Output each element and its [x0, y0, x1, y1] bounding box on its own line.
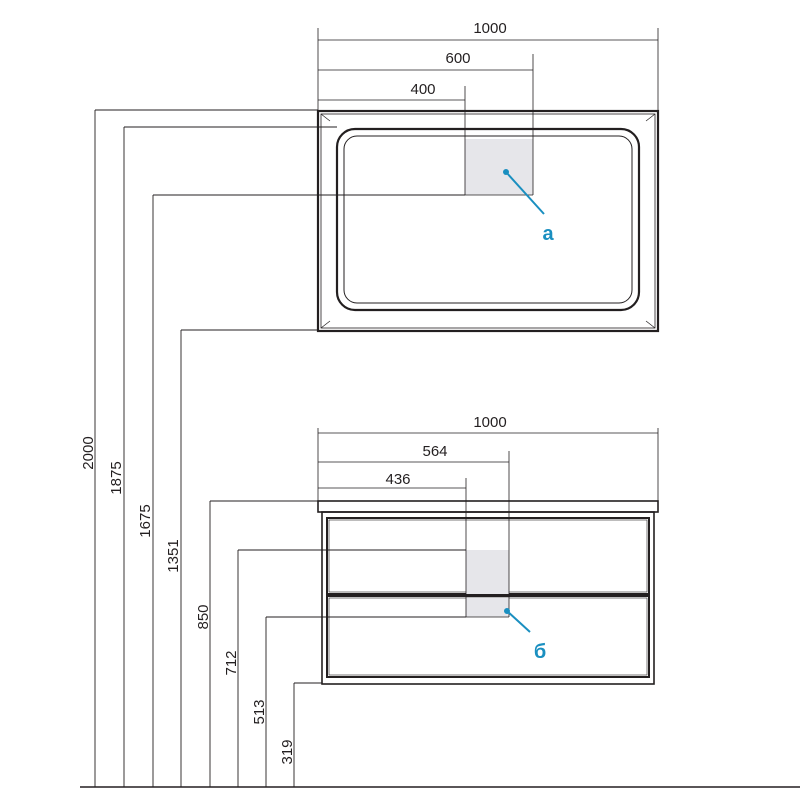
- mirror-outer-frame: [316, 109, 660, 333]
- cabinet-pipe-zone-upper: [466, 550, 509, 594]
- cabinet-pipe-zone-lower: [466, 598, 509, 617]
- mirror: [316, 109, 660, 333]
- cabinet-dimensions: 1000 564 436: [317, 414, 659, 618]
- mirror-zone-left-label: 400: [410, 81, 435, 98]
- cabinet-zone-right-label: 564: [422, 443, 447, 460]
- cabinet-zone-left-label: 436: [385, 471, 410, 488]
- callout-a: а: [503, 169, 554, 245]
- cabinet: [317, 500, 659, 685]
- height-label-2000: 2000: [80, 436, 97, 469]
- mirror-dimensions: 1000 600 400: [317, 20, 659, 196]
- callout-b-label: б: [534, 641, 546, 663]
- mirror-width-label: 1000: [473, 20, 506, 37]
- height-dimensions: 2000 1875 1675 1351 850 712 513 319: [80, 109, 466, 787]
- callout-a-leader: [505, 171, 545, 215]
- mirror-socket-zone: [465, 139, 533, 195]
- callout-b-leader: [506, 610, 531, 633]
- callout-b: б: [504, 608, 546, 663]
- height-label-1351: 1351: [165, 539, 182, 572]
- cabinet-width-label: 1000: [473, 414, 506, 431]
- height-label-1875: 1875: [108, 461, 125, 494]
- cabinet-body: [321, 511, 655, 685]
- height-label-712: 712: [223, 650, 240, 675]
- callout-a-label: а: [542, 223, 554, 245]
- height-label-513: 513: [251, 699, 268, 724]
- mirror-glass-outer: [335, 127, 641, 312]
- height-label-1675: 1675: [137, 504, 154, 537]
- mirror-glass-inner: [343, 135, 633, 304]
- height-label-850: 850: [195, 604, 212, 629]
- height-label-319: 319: [279, 739, 296, 764]
- mirror-inner-frame: [320, 113, 656, 329]
- cabinet-countertop: [317, 500, 659, 513]
- mirror-zone-right-label: 600: [445, 50, 470, 67]
- cabinet-drawer-bottom: [326, 595, 650, 678]
